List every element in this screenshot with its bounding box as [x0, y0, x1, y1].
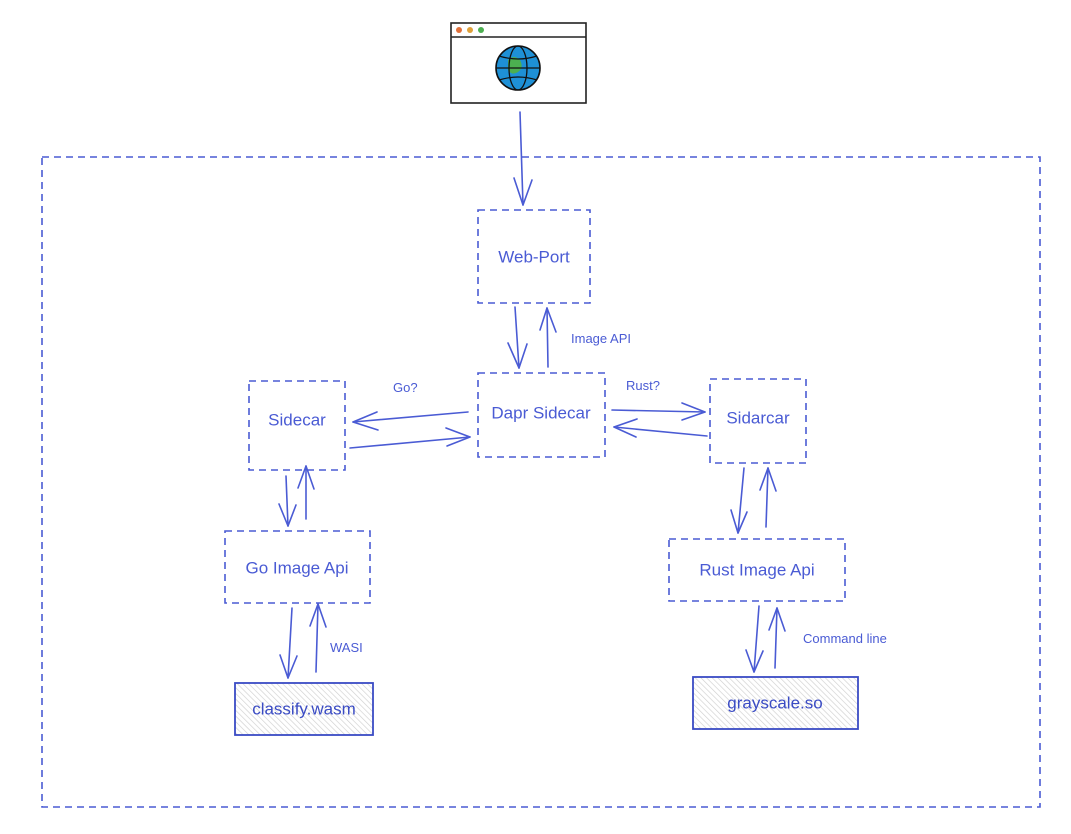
arrow-go-image-api-to-sidecar-go: [297, 465, 315, 520]
go-image-api-label: Go Image Api: [245, 558, 348, 577]
rust-image-api-node: Rust Image Api: [668, 538, 846, 602]
edge-label-go: Go?: [393, 380, 418, 395]
sidecar-go-label: Sidecar: [268, 410, 326, 429]
classify-wasm-label: classify.wasm: [252, 699, 356, 718]
arrow-browser-to-webport: [513, 111, 533, 206]
edge-label-wasi: WASI: [330, 640, 363, 655]
browser-window-globe-icon: [450, 22, 587, 104]
web-port-node: Web-Port: [477, 209, 591, 304]
sidecar-go-node: Sidecar: [248, 380, 346, 471]
edge-label-command-line: Command line: [803, 631, 887, 646]
dapr-sidecar-label: Dapr Sidecar: [491, 403, 591, 422]
arrow-classify-wasm-to-go-image-api: [309, 603, 327, 673]
sidecar-rust-node: Sidarcar: [709, 378, 807, 464]
arrow-sidecar-rust-to-dapr: [613, 418, 708, 438]
web-port-label: Web-Port: [498, 247, 570, 266]
arrow-go-image-api-to-classify-wasm: [279, 607, 298, 679]
edge-label-image-api: Image API: [571, 331, 631, 346]
rust-image-api-label: Rust Image Api: [699, 560, 814, 579]
edge-label-rust: Rust?: [626, 378, 660, 393]
arrow-webport-to-dapr: [507, 306, 528, 369]
grayscale-so-node: grayscale.so: [692, 676, 859, 730]
arrow-rust-image-api-to-grayscale: [745, 605, 764, 673]
dapr-sidecar-node: Dapr Sidecar: [477, 372, 606, 458]
arrow-sidecar-go-to-dapr: [349, 427, 471, 449]
classify-wasm-node: classify.wasm: [234, 682, 374, 736]
arrow-grayscale-to-rust-image-api: [768, 607, 786, 669]
cluster-boundary: [41, 156, 1041, 808]
arrow-dapr-to-sidecar-go: [352, 411, 469, 431]
arrow-dapr-to-sidecar-rust: [611, 402, 706, 421]
arrow-sidecar-rust-to-rust-image-api: [730, 467, 748, 534]
arrow-sidecar-go-to-go-image-api: [278, 475, 297, 527]
grayscale-so-label: grayscale.so: [727, 693, 822, 712]
arrow-dapr-to-webport: [539, 307, 557, 368]
go-image-api-node: Go Image Api: [224, 530, 371, 604]
arrow-rust-image-api-to-sidecar-rust: [759, 467, 777, 528]
sidecar-rust-label: Sidarcar: [726, 408, 790, 427]
